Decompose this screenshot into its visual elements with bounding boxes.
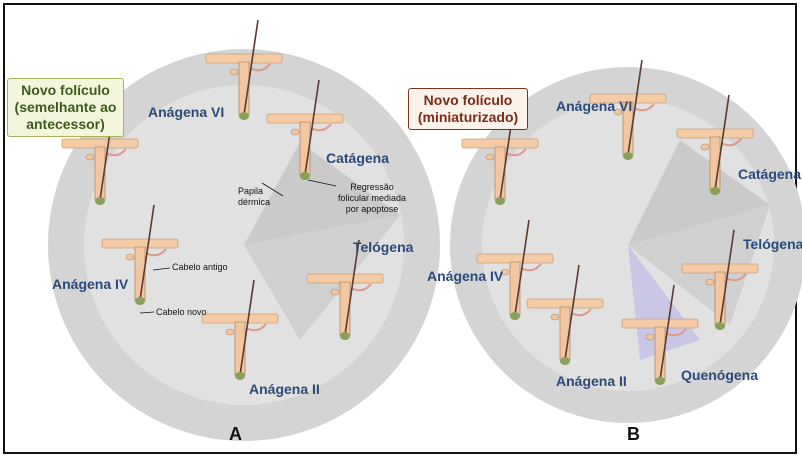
- regression-line-3: por apoptose: [338, 204, 406, 215]
- panel-b-kenogen-label: Quenógena: [681, 367, 758, 383]
- regression-line-2: folicular mediada: [338, 193, 406, 204]
- panel-a-anagen-ii-label: Anágena II: [249, 381, 320, 397]
- panel-b-new-follicle-box: Novo folículo (miniaturizado): [408, 88, 528, 130]
- panel-b-telogen-label: Telógena: [743, 236, 802, 252]
- panel-b-anagen-vi-label: Anágena VI: [556, 98, 632, 114]
- dermal-papilla-label: Papila dérmica: [238, 186, 270, 208]
- panel-a-box-line-3: antecessor): [10, 116, 121, 133]
- panel-b-box-line-1: Novo folículo: [411, 92, 525, 109]
- panel-b-box-line-2: (miniaturizado): [411, 109, 525, 126]
- panel-a-new-follicle-box: Novo folículo (semelhante ao antecessor): [7, 78, 124, 137]
- panel-b-anagen-iv-label: Anágena IV: [427, 268, 503, 284]
- regression-line-1: Regressão: [338, 182, 406, 193]
- panel-a-catagen-label: Catágena: [326, 150, 389, 166]
- papilla-line-1: Papila: [238, 186, 270, 197]
- regression-label: Regressão folicular mediada por apoptose: [338, 182, 406, 215]
- papilla-line-2: dérmica: [238, 197, 270, 208]
- new-hair-label: Cabelo novo: [156, 307, 207, 318]
- old-hair-label: Cabelo antigo: [172, 262, 228, 273]
- panel-a-box-line-2: (semelhante ao: [10, 99, 121, 116]
- panel-a-box-line-1: Novo folículo: [10, 82, 121, 99]
- panel-a-telogen-label: Telógena: [353, 239, 413, 255]
- panel-a-letter: A: [229, 424, 242, 445]
- panel-a-anagen-vi-label: Anágena VI: [148, 104, 224, 120]
- panel-a-anagen-iv-label: Anágena IV: [52, 276, 128, 292]
- panel-b-letter: B: [627, 424, 640, 445]
- panel-b-catagen-label: Catágena: [738, 166, 801, 182]
- panel-b-anagen-ii-label: Anágena II: [556, 373, 627, 389]
